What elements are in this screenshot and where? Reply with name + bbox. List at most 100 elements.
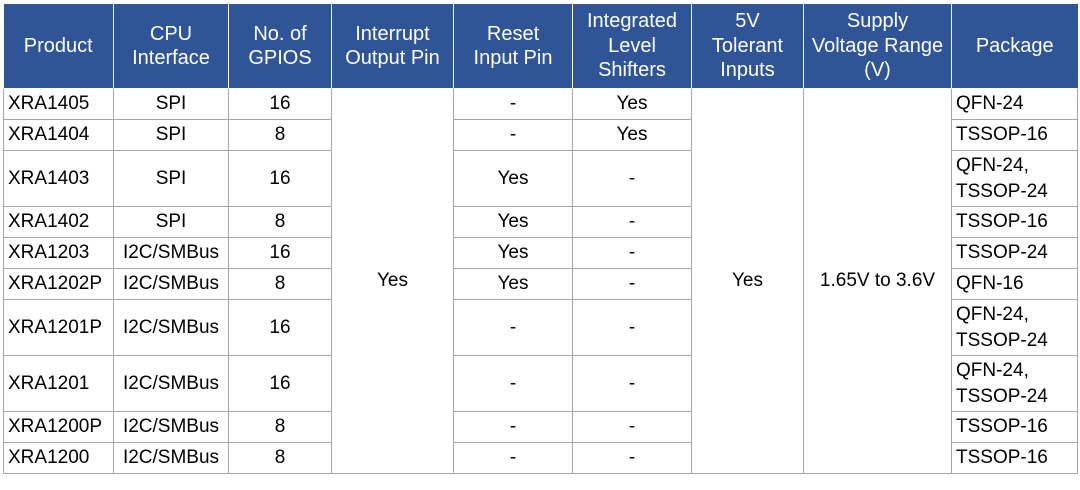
cell-no-of-gpios: 8 xyxy=(228,411,332,443)
cell-reset-input-pin: - xyxy=(453,299,573,356)
header-line: Package xyxy=(975,34,1054,57)
column-header-package: Package xyxy=(951,3,1078,89)
cell-package: QFN-24, TSSOP-24 xyxy=(951,355,1078,412)
cell-cpu-interface: I2C/SMBus xyxy=(113,299,229,356)
cell-5v-tolerant-inputs-merged: Yes xyxy=(691,88,804,474)
cell-reset-input-pin: Yes xyxy=(453,268,573,300)
cell-integrated-level-shifters: Yes xyxy=(572,119,692,151)
header-line: CPU xyxy=(149,22,193,45)
cell-package: TSSOP-16 xyxy=(951,411,1078,443)
package-line: TSSOP-16 xyxy=(956,124,1048,146)
cell-reset-input-pin: - xyxy=(453,88,573,120)
cell-package: TSSOP-16 xyxy=(951,206,1078,238)
header-line: Input Pin xyxy=(473,47,553,69)
cell-interrupt-output-pin-merged: Yes xyxy=(331,88,454,474)
package-line: QFN-24 xyxy=(956,93,1024,115)
cell-reset-input-pin: - xyxy=(453,442,573,474)
cell-product: XRA1203 xyxy=(3,237,114,269)
cell-product: XRA1201 xyxy=(3,355,114,412)
cell-product: XRA1201P xyxy=(3,299,114,356)
cell-integrated-level-shifters: - xyxy=(572,411,692,443)
cell-no-of-gpios: 8 xyxy=(228,206,332,238)
cell-package: TSSOP-24 xyxy=(951,237,1078,269)
cell-integrated-level-shifters: - xyxy=(572,355,692,412)
cell-product: XRA1404 xyxy=(3,119,114,151)
cell-cpu-interface: I2C/SMBus xyxy=(113,355,229,412)
cell-package: TSSOP-16 xyxy=(951,119,1078,151)
header-line: No. of xyxy=(253,22,307,45)
cell-integrated-level-shifters: Yes xyxy=(572,88,692,120)
cell-no-of-gpios: 16 xyxy=(228,150,332,207)
cell-package: QFN-16 xyxy=(951,268,1078,300)
column-header-product: Product xyxy=(3,3,114,89)
cell-package: QFN-24, TSSOP-24 xyxy=(951,299,1078,356)
cell-package: QFN-24,TSSOP-24 xyxy=(951,150,1078,207)
header-line: Integrated xyxy=(586,10,678,33)
package-line: QFN-24, xyxy=(956,360,1029,382)
package-line: TSSOP-16 xyxy=(956,447,1048,469)
cell-reset-input-pin: Yes xyxy=(453,150,573,207)
header-line: 5V xyxy=(735,10,760,33)
cell-product: XRA1200P xyxy=(3,411,114,443)
cell-integrated-level-shifters: - xyxy=(572,206,692,238)
cell-no-of-gpios: 8 xyxy=(228,442,332,474)
cell-no-of-gpios: 16 xyxy=(228,355,332,412)
header-line: Interface xyxy=(132,47,210,69)
cell-cpu-interface: SPI xyxy=(113,119,229,151)
header-line: GPIOS xyxy=(248,47,312,69)
cell-package: TSSOP-16 xyxy=(951,442,1078,474)
package-line: TSSOP-24 xyxy=(956,385,1048,407)
cell-product: XRA1200 xyxy=(3,442,114,474)
cell-cpu-interface: SPI xyxy=(113,150,229,207)
package-line: QFN-16 xyxy=(956,273,1024,295)
cell-package: QFN-24 xyxy=(951,88,1078,120)
cell-reset-input-pin: - xyxy=(453,411,573,443)
header-line: Product xyxy=(23,34,93,57)
cell-cpu-interface: SPI xyxy=(113,206,229,238)
cell-reset-input-pin: - xyxy=(453,119,573,151)
cell-cpu-interface: I2C/SMBus xyxy=(113,411,229,443)
cell-cpu-interface: I2C/SMBus xyxy=(113,442,229,474)
package-line: QFN-24, xyxy=(956,304,1029,326)
cell-product: XRA1202P xyxy=(3,268,114,300)
cell-no-of-gpios: 8 xyxy=(228,268,332,300)
cell-no-of-gpios: 16 xyxy=(228,237,332,269)
cell-integrated-level-shifters: - xyxy=(572,237,692,269)
cell-reset-input-pin: - xyxy=(453,355,573,412)
header-line: Reset xyxy=(486,22,540,45)
cell-product: XRA1405 xyxy=(3,88,114,120)
package-line: TSSOP-24 xyxy=(956,242,1048,264)
cell-cpu-interface: I2C/SMBus xyxy=(113,268,229,300)
header-line: Interrupt xyxy=(355,22,430,45)
package-line: TSSOP-24 xyxy=(956,329,1048,351)
header-line: Shifters xyxy=(598,59,666,82)
header-line: Tolerant xyxy=(711,34,784,57)
header-line: (V) xyxy=(864,59,891,82)
package-line: QFN-24, xyxy=(956,155,1029,177)
cell-integrated-level-shifters: - xyxy=(572,299,692,356)
cell-product: XRA1403 xyxy=(3,150,114,207)
cell-supply-voltage-range-merged: 1.65V to 3.6V xyxy=(803,88,952,474)
cell-integrated-level-shifters: - xyxy=(572,150,692,207)
cell-cpu-interface: SPI xyxy=(113,88,229,120)
header-line: Supply xyxy=(846,10,909,33)
package-line: TSSOP-16 xyxy=(956,416,1048,438)
header-line: Output Pin xyxy=(345,47,440,69)
